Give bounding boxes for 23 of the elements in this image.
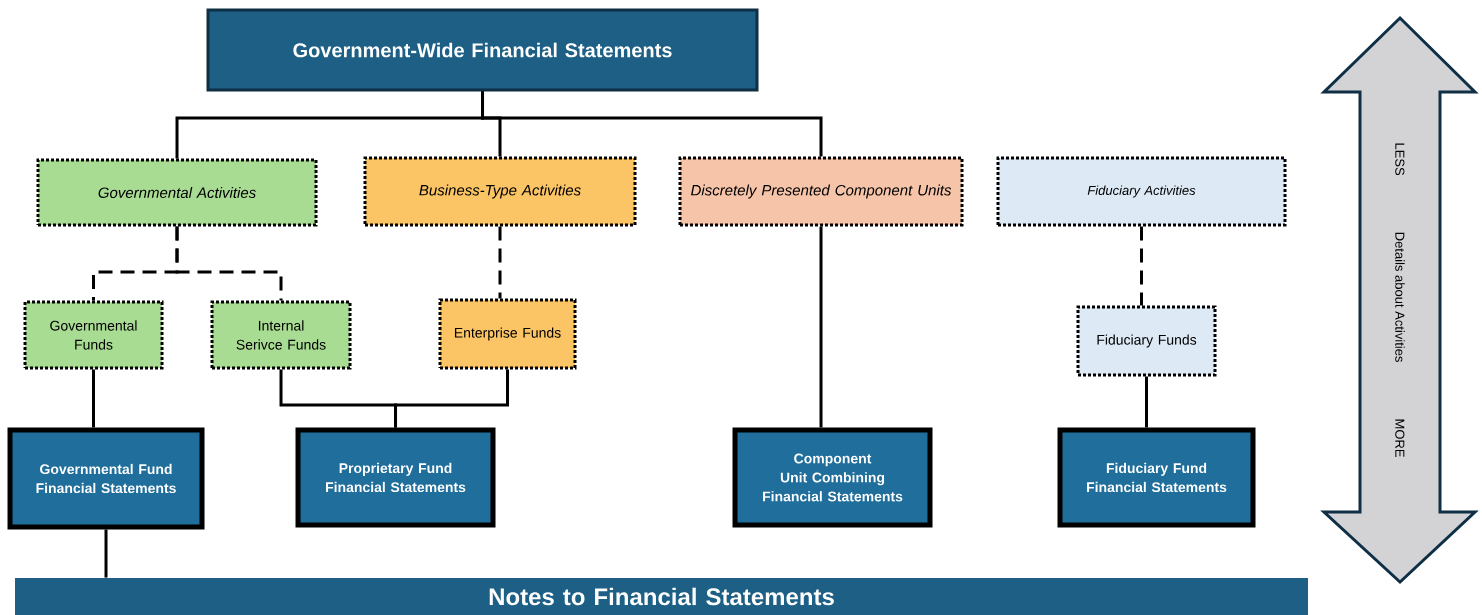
activity-box: Fiduciary Activities: [996, 156, 1287, 227]
fund-box: Internal Serivce Funds: [210, 300, 352, 370]
connector-line: [92, 369, 95, 428]
activity-box: Discretely Presented Component Units: [678, 156, 964, 227]
fund-box: Governmental Funds: [23, 300, 164, 370]
connector-line: [498, 226, 502, 299]
fund-box: Fiduciary Funds: [1076, 305, 1217, 377]
statement-box: Component Unit Combining Financial Statements: [732, 427, 933, 528]
title-box: Government-Wide Financial Statements: [206, 8, 759, 92]
statement-box: Governmental Fund Financial Statements: [7, 427, 205, 530]
connector-line: [1145, 376, 1148, 428]
notes-bar: Notes to Financial Statements: [15, 578, 1308, 615]
statement-box: Proprietary Fund Financial Statements: [295, 427, 496, 528]
activity-box: Governmental Activities: [36, 158, 318, 227]
connector-line: [481, 91, 823, 157]
statement-box: Fiduciary Fund Financial Statements: [1057, 427, 1256, 528]
connector-line: [175, 226, 283, 301]
fund-box: Enterprise Funds: [438, 298, 577, 370]
connector-line: [819, 226, 823, 428]
connector-line: [1140, 226, 1143, 306]
connector-line: [104, 529, 108, 578]
activity-box: Business-Type Activities: [363, 156, 637, 227]
connector-line: [394, 369, 509, 428]
